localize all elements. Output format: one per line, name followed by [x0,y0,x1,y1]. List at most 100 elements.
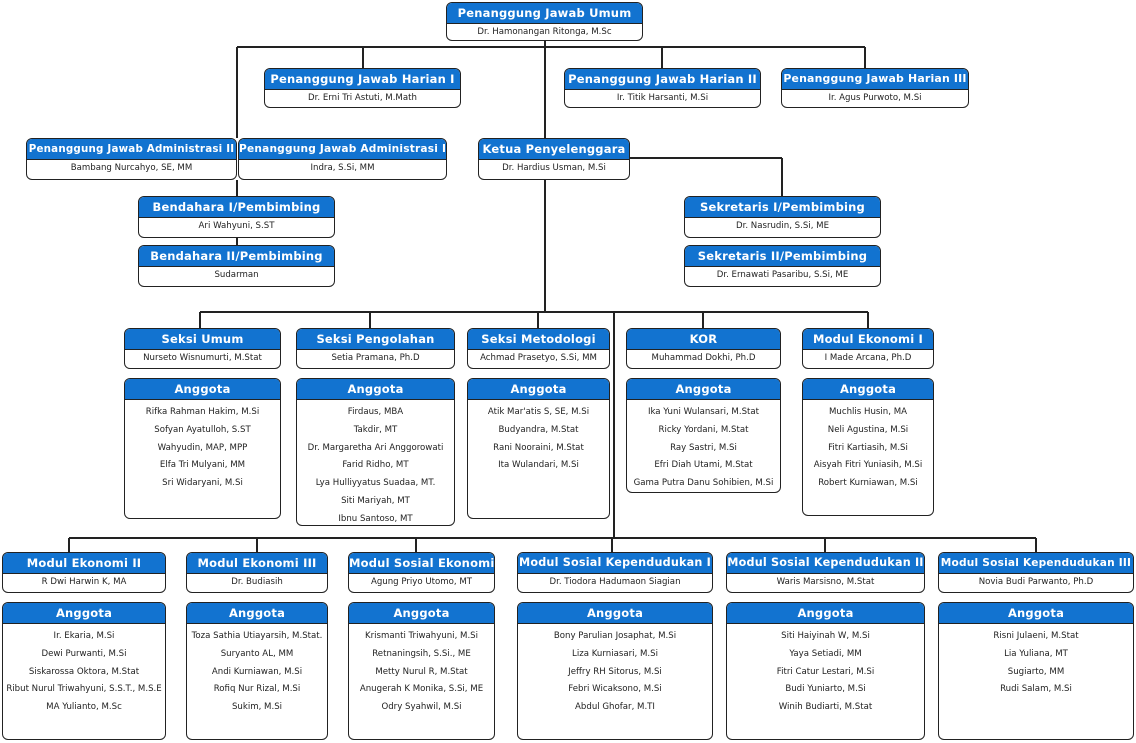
member-name: Sukim, M.Si [231,702,283,713]
node-person: Ir. Agus Purwoto, M.Si [828,93,922,103]
member-name: Lia Yuliana, MT [1004,648,1068,659]
anggota-title: Anggota [125,379,280,400]
member-name: Sofyan Ayatulloh, S.ST [154,424,251,435]
member-name: Abdul Ghofar, M.TI [575,702,655,713]
node-title: Ketua Penyelenggara [479,139,629,160]
member-list: Atik Mar'atis S, SE, M.Si Budyandra, M.S… [468,400,609,475]
anggota-title: Anggota [297,379,454,400]
member-name: Farid Ridho, MT [342,460,409,471]
member-name: Gama Putra Danu Sohibien, M.Si [633,478,774,489]
member-name: Lya Hulliyyatus Suadaa, MT. [315,478,436,489]
unit-modul-sosial-kependudukan-2: Modul Sosial Kependudukan II Waris Marsi… [726,552,925,593]
member-name: Ita Wulandari, M.Si [498,460,579,471]
node-person: Sudarman [214,270,259,280]
node-person: Indra, S.Si, MM [310,163,375,173]
member-name: Jeffry RH Sitorus, M.Si [568,666,662,677]
node-person: Dr. Erni Tri Astuti, M.Math [308,93,417,103]
node-bendahara-1: Bendahara I/Pembimbing Ari Wahyuni, S.ST [138,196,335,238]
anggota-title: Anggota [518,603,712,624]
member-name: Dr. Margaretha Ari Anggorowati [307,442,444,453]
member-name: Bony Parulian Josaphat, M.Si [553,631,677,641]
node-penanggung-jawab-umum: Penanggung Jawab Umum Dr. Hamonangan Rit… [446,2,643,41]
node-person: Dr. Ernawati Pasaribu, S.Si, ME [716,270,849,280]
unit-modul-ekonomi-2: Modul Ekonomi II R Dwi Harwin K, MA [2,552,166,593]
unit-seksi-metodologi-anggota: Anggota Atik Mar'atis S, SE, M.Si Budyan… [467,378,610,519]
member-name: Toza Sathia Utiayarsih, M.Stat. [191,631,323,641]
unit-modul-ekonomi-1-anggota: Anggota Muchlis Husin, MA Neli Agustina,… [802,378,934,516]
unit-title: Seksi Umum [125,329,280,350]
member-name: Fitri Kartiasih, M.Si [828,442,908,453]
member-name: Atik Mar'atis S, SE, M.Si [487,407,590,417]
member-name: Krismanti Triwahyuni, M.Si [364,631,479,641]
member-name: Odry Syahwil, M.Si [381,702,462,713]
member-list: Siti Haiyinah W, M.Si Yaya Setiadi, MM F… [727,624,924,717]
member-name: Suryanto AL, MM [220,648,294,659]
member-name: Wahyudin, MAP, MPP [157,442,248,453]
member-name: Siti Haiyinah W, M.Si [781,631,870,641]
member-list: Risni Julaeni, M.Stat Lia Yuliana, MT Su… [939,624,1133,699]
unit-head: Muhammad Dokhi, Ph.D [651,353,756,363]
unit-modul-sosial-ekonomi-anggota: Anggota Krismanti Triwahyuni, M.Si Retna… [348,602,495,740]
unit-head: Dr. Budiasih [231,577,283,587]
node-title: Penanggung Jawab Harian I [265,69,460,90]
member-name: Efri Diah Utami, M.Stat [654,460,753,471]
node-title: Penanggung Jawab Umum [447,3,642,24]
unit-title: Modul Ekonomi II [3,553,165,574]
unit-kor-anggota: Anggota Ika Yuni Wulansari, M.Stat Ricky… [626,378,781,493]
member-name: Firdaus, MBA [347,407,404,417]
unit-title: Modul Sosial Kependudukan III [939,553,1133,574]
node-person: Ari Wahyuni, S.ST [198,221,275,231]
unit-modul-ekonomi-3: Modul Ekonomi III Dr. Budiasih [186,552,328,593]
unit-head: Waris Marsisno, M.Stat [776,577,875,587]
member-name: Ray Sastri, M.Si [670,442,737,453]
unit-seksi-pengolahan: Seksi Pengolahan Setia Pramana, Ph.D [296,328,455,369]
unit-seksi-umum: Seksi Umum Nurseto Wisnumurti, M.Stat [124,328,281,369]
unit-head: Novia Budi Parwanto, Ph.D [978,577,1094,587]
node-title: Penanggung Jawab Administrasi II [27,139,236,160]
unit-modul-sosial-kependudukan-1-anggota: Anggota Bony Parulian Josaphat, M.Si Liz… [517,602,713,740]
node-title: Sekretaris I/Pembimbing [685,197,880,218]
node-ketua-penyelenggara: Ketua Penyelenggara Dr. Hardius Usman, M… [478,138,630,180]
member-name: Elfa Tri Mulyani, MM [159,460,246,471]
unit-modul-ekonomi-3-anggota: Anggota Toza Sathia Utiayarsih, M.Stat. … [186,602,328,740]
member-name: Liza Kurniasari, M.Si [572,648,658,659]
member-name: Siti Mariyah, MT [341,495,410,506]
member-list: Ika Yuni Wulansari, M.Stat Ricky Yordani… [627,400,780,492]
unit-modul-sosial-kependudukan-3-anggota: Anggota Risni Julaeni, M.Stat Lia Yulian… [938,602,1134,740]
anggota-title: Anggota [727,603,924,624]
member-name: Sugiarto, MM [1007,666,1065,677]
member-name: Muchlis Husin, MA [829,407,907,417]
member-name: Metty Nurul R, M.Stat [375,666,468,677]
unit-head: Nurseto Wisnumurti, M.Stat [143,353,262,363]
member-name: Risni Julaeni, M.Stat [993,631,1079,641]
unit-head: R Dwi Harwin K, MA [41,577,127,587]
member-name: Dewi Purwanti, M.Si [41,648,127,659]
node-title: Penanggung Jawab Administrasi I [239,139,446,160]
unit-head: Agung Priyo Utomo, MT [370,577,473,587]
node-person: Dr. Hardius Usman, M.Si [502,163,606,173]
unit-title: Seksi Pengolahan [297,329,454,350]
member-name: Rani Nooraini, M.Stat [493,442,584,453]
node-pj-harian-3: Penanggung Jawab Harian III Ir. Agus Pur… [781,68,969,108]
member-list: Firdaus, MBA Takdir, MT Dr. Margaretha A… [297,400,454,525]
unit-modul-ekonomi-1: Modul Ekonomi I I Made Arcana, Ph.D [802,328,934,369]
anggota-title: Anggota [349,603,494,624]
unit-title: Modul Sosial Ekonomi [349,553,494,574]
unit-modul-sosial-kependudukan-3: Modul Sosial Kependudukan III Novia Budi… [938,552,1134,593]
member-name: Rifka Rahman Hakim, M.Si [145,407,260,417]
member-name: Aisyah Fitri Yuniasih, M.Si [813,460,923,471]
node-person: Dr. Nasrudin, S.Si, ME [735,221,830,231]
unit-seksi-umum-anggota: Anggota Rifka Rahman Hakim, M.Si Sofyan … [124,378,281,519]
member-name: Ricky Yordani, M.Stat [658,424,749,435]
unit-seksi-pengolahan-anggota: Anggota Firdaus, MBA Takdir, MT Dr. Marg… [296,378,455,526]
member-name: Febri Wicaksono, M.Si [568,684,662,695]
node-person: Bambang Nurcahyo, SE, MM [70,163,193,173]
anggota-title: Anggota [939,603,1133,624]
unit-title: Modul Sosial Kependudukan I [518,553,712,574]
member-name: Budi Yuniarto, M.Si [785,684,866,695]
node-pj-harian-2: Penanggung Jawab Harian II Ir. Titik Har… [564,68,761,108]
node-title: Bendahara I/Pembimbing [139,197,334,218]
member-name: Retnaningsih, S.Si., ME [372,648,471,659]
member-list: Rifka Rahman Hakim, M.Si Sofyan Ayatullo… [125,400,280,493]
node-title: Penanggung Jawab Harian III [782,69,968,90]
